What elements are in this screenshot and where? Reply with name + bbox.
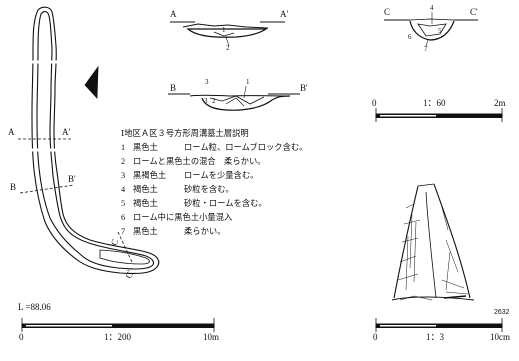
scale-3-ratio: 1：3: [426, 332, 445, 342]
level-note: L =88.06: [18, 302, 51, 312]
plan-label-b-right: B': [68, 174, 76, 184]
section-c-profile: [384, 12, 478, 47]
section-c-left-label: C: [384, 7, 391, 17]
plan-label-a-right: A': [62, 127, 71, 137]
plan-label-b-left: B: [10, 182, 17, 192]
section-c-layer-5: 5: [438, 27, 442, 35]
section-a-right-label: A': [280, 9, 289, 19]
section-b-layer-3b: 3: [204, 97, 208, 105]
plan-label-a-left: A: [8, 127, 15, 137]
section-c-layer-6: 6: [408, 33, 412, 41]
section-a-left-label: A: [170, 9, 177, 19]
scale-60-end: 2m: [494, 98, 506, 108]
ditch-plan: [31, 6, 160, 275]
section-lines: [18, 138, 133, 263]
plan-breaks: [30, 60, 58, 152]
scale-200-ratio: 1：200: [104, 332, 132, 342]
legend-title: Ⅰ地区Ａ区３号方形周溝墓土層説明: [121, 129, 249, 138]
section-b-profile: [168, 85, 300, 111]
scale-60-zero: 0: [372, 98, 377, 108]
scale-200-end: 10m: [203, 332, 220, 342]
section-a-profile: [170, 21, 285, 47]
section-b-layer-3a: 3: [205, 78, 209, 86]
section-b-right-label: B': [300, 83, 308, 93]
section-c-layer-4: 4: [430, 4, 434, 12]
section-b-layer-1: 1: [246, 78, 250, 86]
section-c-right-label: C': [470, 7, 478, 17]
section-a-layer-1: 1: [222, 26, 226, 34]
scale-bar-60: [375, 108, 503, 122]
scale-60-ratio: 1：60: [423, 98, 446, 108]
section-b-layer-2: 2: [212, 97, 216, 105]
scale-3-end: 10cm: [490, 332, 510, 342]
scale-bar-3: [375, 318, 503, 332]
artifact-number: 2632: [494, 309, 510, 316]
scale-3-zero: 0: [373, 332, 378, 342]
scale-bar-200: [21, 318, 215, 332]
section-a-layer-2: 2: [226, 44, 230, 52]
artifact-drawing: [391, 183, 475, 301]
section-b-left-label: B: [170, 83, 177, 93]
north-arrow: [84, 65, 99, 99]
section-c-layer-7: 7: [424, 45, 428, 53]
scale-200-zero: 0: [19, 332, 24, 342]
